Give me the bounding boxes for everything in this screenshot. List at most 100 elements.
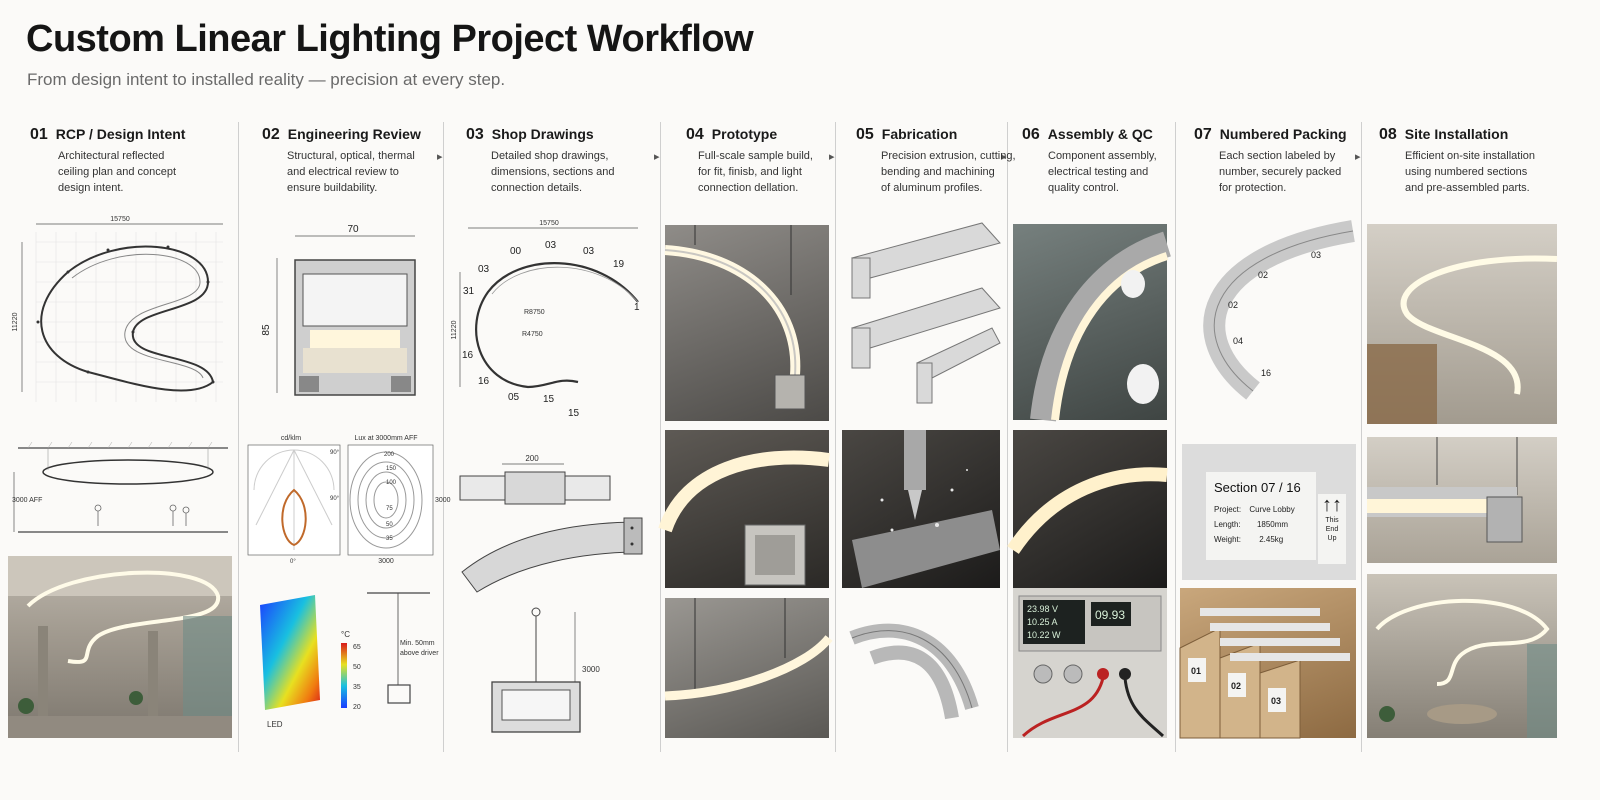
clearance-note: Min. 50mm: [400, 640, 435, 647]
divider: [1007, 122, 1008, 752]
meter-reading: 09.93: [1095, 608, 1125, 622]
label-key: Weight:: [1214, 535, 1241, 544]
shop-height-dim: 11220: [451, 320, 458, 339]
step-header: 05 Fabrication: [856, 126, 957, 144]
profile-section-drawing: 70 85: [255, 218, 435, 403]
rcp-drawing: 15750 11220: [8, 212, 236, 417]
svg-text:16: 16: [462, 350, 474, 361]
svg-text:16: 16: [1261, 368, 1271, 378]
step-title: Assembly & QC: [1047, 126, 1153, 142]
profile-height-dim: 85: [261, 324, 272, 336]
svg-text:02: 02: [1231, 681, 1241, 691]
svg-text:31: 31: [463, 286, 475, 297]
divider: [835, 122, 836, 752]
lobby-render-photo: [8, 556, 232, 738]
svg-text:02: 02: [1258, 270, 1268, 280]
label-key: Project:: [1214, 505, 1242, 514]
divider: [1175, 122, 1176, 752]
svg-text:03: 03: [545, 240, 557, 251]
packed-boxes-photo: 01 02 03: [1179, 588, 1356, 739]
clearance-note: above driver: [400, 650, 439, 657]
divider: [443, 122, 444, 752]
extrusion-profiles-photo: [842, 218, 1002, 418]
meter-reading: 10.22 W: [1027, 630, 1061, 640]
step-title: Numbered Packing: [1219, 126, 1347, 142]
joint-width-dim: 200: [525, 454, 539, 463]
cnc-machining-photo: [842, 430, 1000, 588]
step-number: 03: [466, 126, 484, 143]
step-title: Site Installation: [1404, 126, 1509, 142]
step-number: 02: [262, 126, 280, 143]
svg-text:50: 50: [386, 522, 393, 528]
section-label-card: Section 07 / 16 Project: Curve Lobby Len…: [1182, 444, 1356, 580]
page-title: Custom Linear Lighting Project Workflow: [26, 18, 754, 60]
svg-text:35: 35: [386, 536, 393, 542]
polar-angle: 0°: [290, 559, 296, 565]
divider: [238, 122, 239, 752]
profile-width-dim: 70: [347, 224, 359, 235]
step-number: 04: [686, 126, 704, 143]
shop-radius: R8750: [524, 309, 545, 316]
svg-text:19: 19: [613, 259, 625, 270]
bent-profiles-photo: [842, 598, 1000, 738]
step-title: Prototype: [711, 126, 778, 142]
rcp-height-dim: 11220: [12, 312, 19, 331]
installation-photo-3: [1367, 574, 1557, 738]
page-subtitle: From design intent to installed reality …: [27, 70, 506, 89]
svg-text:15: 15: [568, 408, 580, 419]
step-title: Shop Drawings: [491, 126, 594, 142]
polar-label: cd/klm: [281, 435, 301, 442]
svg-text:03: 03: [1271, 696, 1281, 706]
prototype-photo-1: [664, 225, 829, 421]
suspension-detail: 3000: [470, 600, 620, 738]
label-value: Curve Lobby: [1249, 505, 1295, 514]
step-header: 03 Shop Drawings: [466, 126, 594, 144]
svg-text:3000: 3000: [435, 497, 451, 504]
rcp-width-dim: 15750: [110, 216, 130, 223]
step-title: RCP / Design Intent: [55, 126, 186, 142]
arrow-right-icon: ▸: [437, 151, 443, 163]
assembly-photo: [1013, 224, 1172, 422]
divider: [1361, 122, 1362, 752]
suspension-height-dim: 3000: [582, 665, 600, 674]
step-header: 06 Assembly & QC: [1022, 126, 1153, 144]
arrow-right-icon: ▸: [829, 151, 835, 163]
svg-text:35: 35: [353, 684, 361, 691]
label-value: 1850mm: [1256, 520, 1289, 529]
polar-angle: 90°: [330, 450, 340, 456]
numbered-profile-drawing: 03 02 02 04 16: [1183, 216, 1357, 400]
step-number: 05: [856, 126, 874, 143]
svg-text:05: 05: [508, 392, 520, 403]
step-title: Fabrication: [881, 126, 958, 142]
step-header: 08 Site Installation: [1379, 126, 1508, 144]
this-way-up-icon: ↑↑: [1322, 494, 1342, 516]
arrow-right-icon: ▸: [654, 151, 660, 163]
shop-radius: R4750: [522, 331, 543, 338]
step-number: 06: [1022, 126, 1040, 143]
thermal-unit: °C: [341, 630, 350, 639]
section-elevation-drawing: 3000 AFF: [8, 440, 236, 540]
svg-text:65: 65: [353, 644, 361, 651]
step-description: Precision extrusion, cutting,bending and…: [881, 150, 1016, 194]
svg-text:150: 150: [386, 466, 397, 472]
installation-photo-1: [1367, 224, 1558, 424]
shop-width-dim: 15750: [539, 220, 559, 227]
meter-reading: 23.98 V: [1027, 604, 1058, 614]
section-label-title: Section 07 / 16: [1214, 480, 1301, 495]
arrow-right-icon: ▸: [1355, 151, 1361, 163]
step-description: Component assembly,electrical testing an…: [1048, 150, 1157, 194]
svg-text:01: 01: [1191, 666, 1201, 676]
svg-text:20: 20: [353, 704, 361, 711]
svg-text:03: 03: [583, 246, 595, 257]
section-height-dim: 3000 AFF: [12, 497, 42, 504]
svg-text:15: 15: [543, 394, 555, 405]
step-header: 07 Numbered Packing: [1194, 126, 1347, 144]
step-number: 08: [1379, 126, 1397, 143]
step-header: 04 Prototype: [686, 126, 777, 144]
step-number: 07: [1194, 126, 1212, 143]
